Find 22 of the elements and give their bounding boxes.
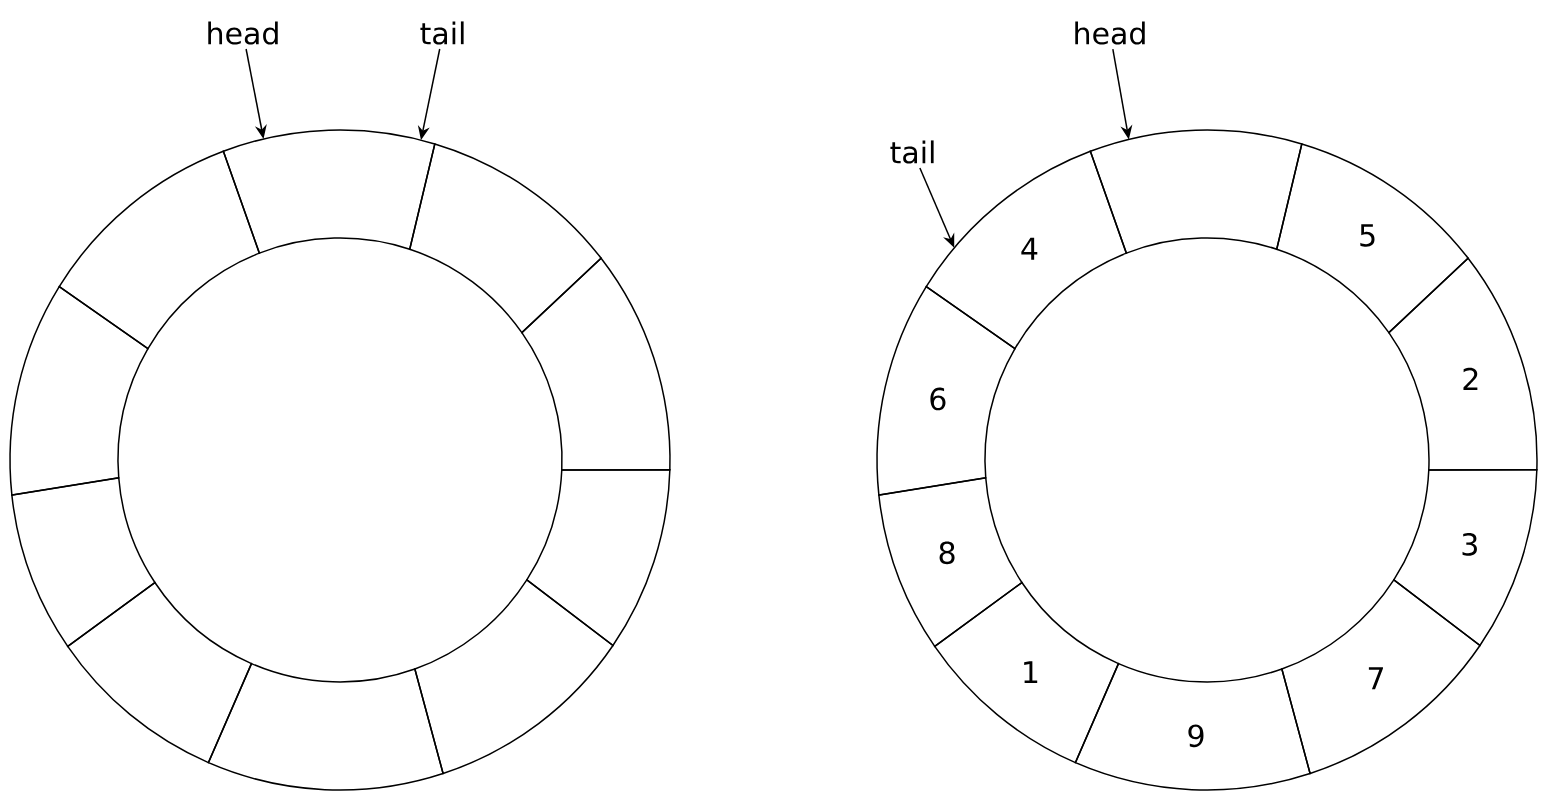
ring-segment	[11, 477, 156, 648]
ring-segment: 6	[876, 285, 1016, 496]
ring-segment	[526, 469, 671, 647]
ring-segment	[207, 662, 444, 791]
ring-segment: 8	[878, 477, 1023, 648]
ring-segment: 7	[1281, 579, 1481, 775]
ring-segment	[66, 581, 253, 764]
pointer-label: tail	[420, 21, 464, 45]
ring-segment	[58, 150, 261, 350]
pointer-label: head	[1075, 21, 1145, 45]
ring-segment	[9, 285, 149, 496]
ring-segment: 5	[1275, 143, 1469, 334]
ring-segment	[521, 257, 671, 471]
ring-segment: 3	[1393, 469, 1538, 647]
ring-segment: 9	[1074, 662, 1311, 791]
pointer-label: head	[208, 21, 278, 45]
ring-segment	[408, 143, 602, 334]
ring-segment: 2	[1388, 257, 1538, 471]
ring-segment	[414, 579, 614, 775]
ring-segment	[222, 129, 436, 254]
ring-segment: 1	[933, 581, 1120, 764]
ring-segment	[1089, 129, 1303, 254]
